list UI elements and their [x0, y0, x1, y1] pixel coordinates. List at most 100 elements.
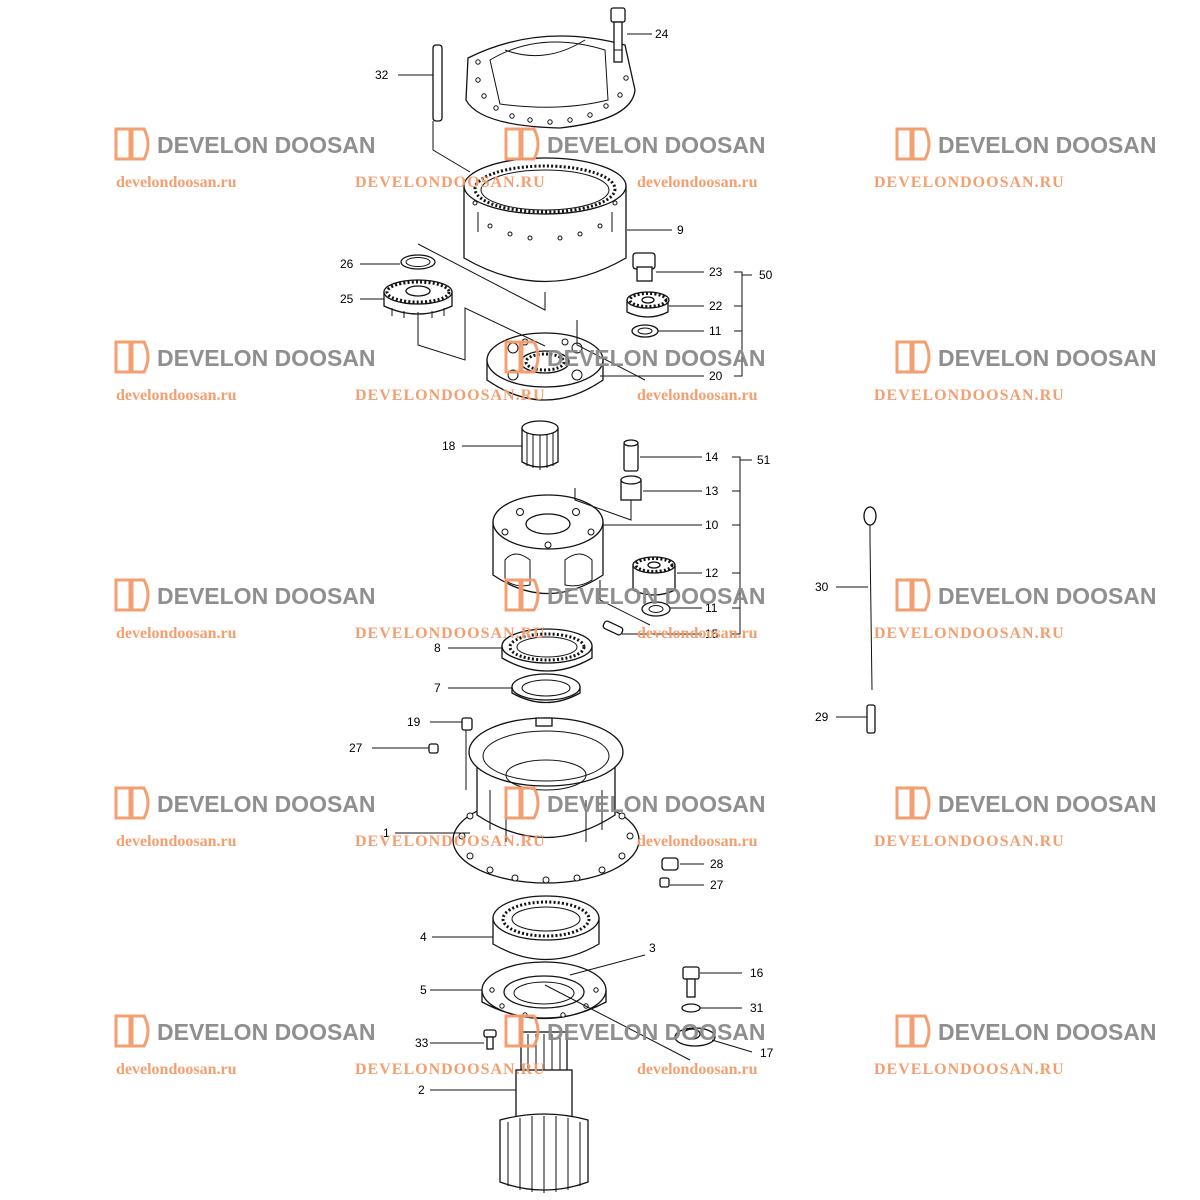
callout-16: 16 — [750, 966, 764, 980]
callout-8: 8 — [434, 641, 441, 655]
watermark-brand: DEVELON DOOSAN — [938, 345, 1157, 371]
watermark-brand: DEVELON DOOSAN — [938, 1019, 1157, 1045]
watermark-site: develondoosan.ru — [116, 833, 237, 850]
callout-33: 33 — [415, 1036, 429, 1050]
watermark-site: DEVELONDOOSAN.RU — [874, 625, 1065, 642]
callout-5: 5 — [420, 983, 427, 997]
watermark-site: DEVELONDOOSAN.RU — [355, 387, 546, 404]
watermark-brand: DEVELON DOOSAN — [938, 132, 1157, 158]
part-27-plug-upper — [428, 743, 439, 754]
watermark-brand: DEVELON DOOSAN — [157, 132, 376, 158]
callout-50: 50 — [759, 268, 773, 282]
part-9-ring-gear — [463, 157, 627, 283]
callout-32: 32 — [375, 68, 389, 82]
watermark-site: develondoosan.ru — [116, 174, 237, 191]
part-28-plug — [661, 857, 679, 871]
part-30-dipstick — [863, 506, 877, 691]
callout-22: 22 — [709, 299, 723, 313]
watermark-brand: DEVELON DOOSAN — [938, 583, 1157, 609]
watermark-site: develondoosan.ru — [116, 387, 237, 404]
part-11-washer-lower — [641, 601, 671, 617]
part-19-pin — [461, 717, 473, 731]
part-31-washer — [681, 1003, 701, 1013]
part-7-oil-seal — [511, 673, 581, 704]
callout-25: 25 — [340, 292, 354, 306]
callout-26: 26 — [340, 257, 354, 271]
watermark-brand: DEVELON DOOSAN — [157, 791, 376, 817]
callout-27-upper: 27 — [349, 741, 363, 755]
part-29-tube — [866, 704, 876, 734]
callout-28: 28 — [710, 857, 724, 871]
callout-13: 13 — [705, 484, 719, 498]
watermark-brand: DEVELON DOOSAN — [938, 791, 1157, 817]
part-14-pin — [623, 439, 639, 472]
part-5-cover — [481, 961, 607, 1020]
part-26-snap-ring — [400, 254, 436, 270]
watermark-row-4: DEVELON DOOSAN develondoosan.ru DEVELON … — [114, 786, 1157, 850]
part-27-plug-lower — [659, 877, 670, 888]
callout-11-upper: 11 — [709, 324, 722, 338]
callout-14: 14 — [705, 450, 719, 464]
callout-31: 31 — [750, 1001, 764, 1015]
callout-23: 23 — [709, 265, 723, 279]
watermark-brand: DEVELON DOOSAN — [547, 791, 766, 817]
watermark-site: DEVELONDOOSAN.RU — [355, 625, 546, 642]
part-13-bushing — [620, 475, 642, 501]
part-10-carrier-2 — [492, 494, 604, 595]
callout-15: 15 — [705, 627, 719, 641]
callout-30: 30 — [815, 580, 829, 594]
callout-27-lower: 27 — [710, 878, 724, 892]
watermark-row-3: DEVELON DOOSAN develondoosan.ru DEVELON … — [114, 578, 1157, 642]
watermark-site: DEVELONDOOSAN.RU — [355, 174, 546, 191]
part-17-plate — [674, 1027, 716, 1047]
callout-20: 20 — [709, 369, 723, 383]
callout-10: 10 — [705, 518, 719, 532]
callout-labels: 32 24 9 26 25 23 50 22 11 20 18 14 51 13… — [340, 27, 829, 1097]
part-33-bolt — [483, 1029, 497, 1050]
part-4-roller-bearing — [492, 895, 600, 961]
watermark-site: develondoosan.ru — [637, 625, 758, 642]
watermark-site: develondoosan.ru — [637, 1061, 758, 1078]
watermark-row-2: DEVELON DOOSAN develondoosan.ru DEVELON … — [114, 340, 1157, 404]
callout-3: 3 — [649, 941, 656, 955]
part-15-spring-pin — [602, 620, 624, 636]
watermark-brand: DEVELON DOOSAN — [547, 583, 766, 609]
part-8-bearing — [501, 628, 593, 672]
callout-17: 17 — [760, 1046, 774, 1060]
callout-1: 1 — [383, 826, 390, 840]
watermark-brand: DEVELON DOOSAN — [547, 1019, 766, 1045]
part-25-planet-gear — [383, 279, 453, 320]
watermark-site: develondoosan.ru — [116, 1061, 237, 1078]
part-22-planet-gear — [626, 291, 670, 318]
part-18-sun-gear — [521, 420, 559, 470]
callout-7: 7 — [434, 681, 441, 695]
watermark-site: develondoosan.ru — [637, 174, 758, 191]
watermark-site: develondoosan.ru — [116, 625, 237, 642]
callout-18: 18 — [442, 439, 456, 453]
callout-12: 12 — [705, 566, 719, 580]
watermark-site: DEVELONDOOSAN.RU — [874, 833, 1065, 850]
watermark-site: DEVELONDOOSAN.RU — [874, 174, 1065, 191]
part-20-carrier — [486, 332, 604, 401]
watermark-site: DEVELONDOOSAN.RU — [874, 387, 1065, 404]
part-12-planet-gear — [632, 556, 676, 596]
callout-29: 29 — [815, 710, 829, 724]
watermark-site: develondoosan.ru — [637, 833, 758, 850]
part-2-pinion-shaft — [499, 1031, 589, 1193]
watermark-brand: DEVELON DOOSAN — [157, 345, 376, 371]
callout-9: 9 — [677, 223, 684, 237]
watermark-brand: DEVELON DOOSAN — [547, 132, 766, 158]
watermark-row-5: DEVELON DOOSAN develondoosan.ru DEVELON … — [114, 1014, 1157, 1078]
part-23-plug — [632, 252, 656, 282]
callout-19: 19 — [407, 715, 421, 729]
watermark-row-1: DEVELON DOOSAN develondoosan.ru DEVELON … — [114, 127, 1157, 191]
watermark-site: DEVELONDOOSAN.RU — [355, 833, 546, 850]
part-24-bolt — [610, 7, 626, 63]
callout-51: 51 — [757, 453, 771, 467]
part-top-housing — [465, 35, 636, 129]
watermark-brand: DEVELON DOOSAN — [547, 345, 766, 371]
part-1-housing — [452, 717, 640, 884]
watermark-brand: DEVELON DOOSAN — [157, 1019, 376, 1045]
callout-4: 4 — [420, 930, 427, 944]
callout-11-lower: 11 — [705, 601, 718, 615]
